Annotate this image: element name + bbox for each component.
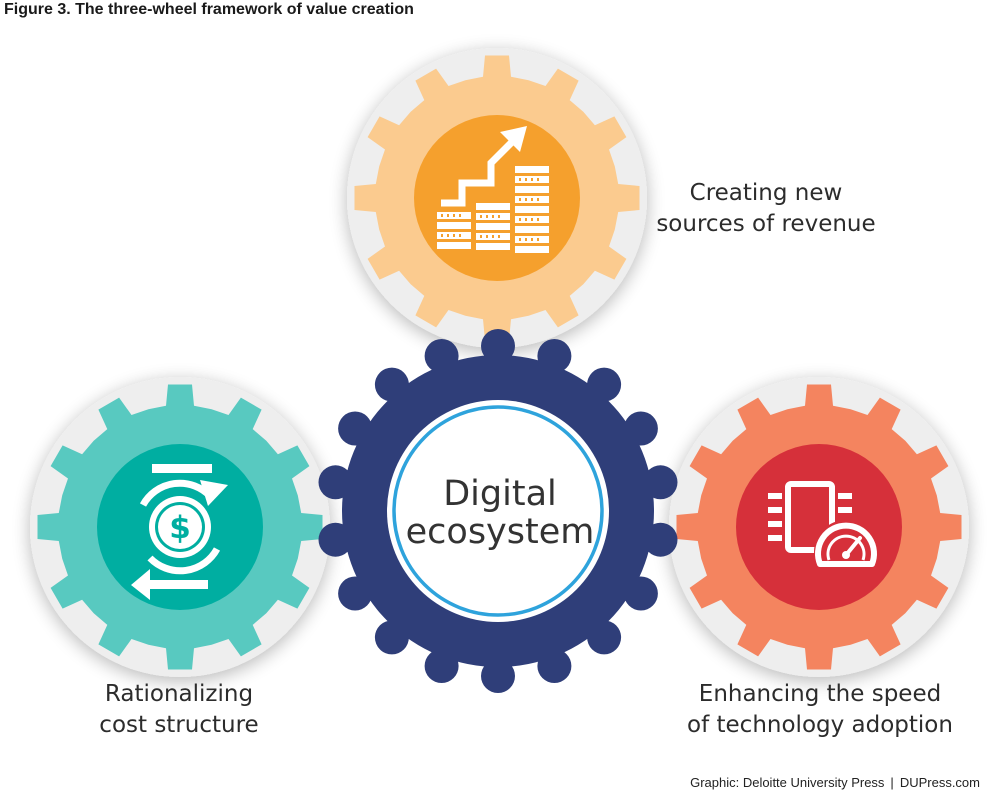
- credit-source: Graphic: Deloitte University Press: [690, 775, 885, 790]
- left-gear-label: Rationalizing cost structure: [84, 679, 274, 741]
- chip-speedometer-icon: [768, 481, 878, 584]
- cost-cycle-dollar-icon: $: [131, 464, 228, 600]
- top-gear-hub: [414, 115, 580, 281]
- credit-website: DUPress.com: [899, 775, 980, 790]
- credit-separator: |: [890, 775, 894, 790]
- top-gear-label: Creating new sources of revenue: [638, 178, 894, 240]
- right-gear-label-line1: Enhancing the speed: [698, 681, 942, 707]
- top-gear-label-line2: sources of revenue: [656, 211, 876, 237]
- left-gear-label-line2: cost structure: [99, 712, 259, 738]
- credit-line: Graphic: Deloitte University Press | DUPre…: [690, 775, 980, 790]
- center-gear-label-line1: Digital: [443, 474, 557, 514]
- figure-title: Figure 3. The three-wheel framework of v…: [4, 1, 414, 18]
- center-gear-label-line2: ecosystem: [405, 512, 595, 552]
- center-gear-label: Digital ecosystem: [395, 475, 605, 551]
- right-gear-label-line2: of technology adoption: [687, 712, 953, 738]
- revenue-growth-icon: [437, 126, 549, 253]
- right-gear-label: Enhancing the speed of technology adopti…: [680, 679, 960, 741]
- svg-text:$: $: [169, 510, 191, 546]
- top-gear-label-line1: Creating new: [689, 180, 843, 206]
- center-gear-blue-ring: [392, 405, 604, 617]
- center-gear: [318, 329, 678, 693]
- right-gear-hub: [736, 444, 902, 610]
- left-gear-label-line1: Rationalizing: [104, 681, 254, 707]
